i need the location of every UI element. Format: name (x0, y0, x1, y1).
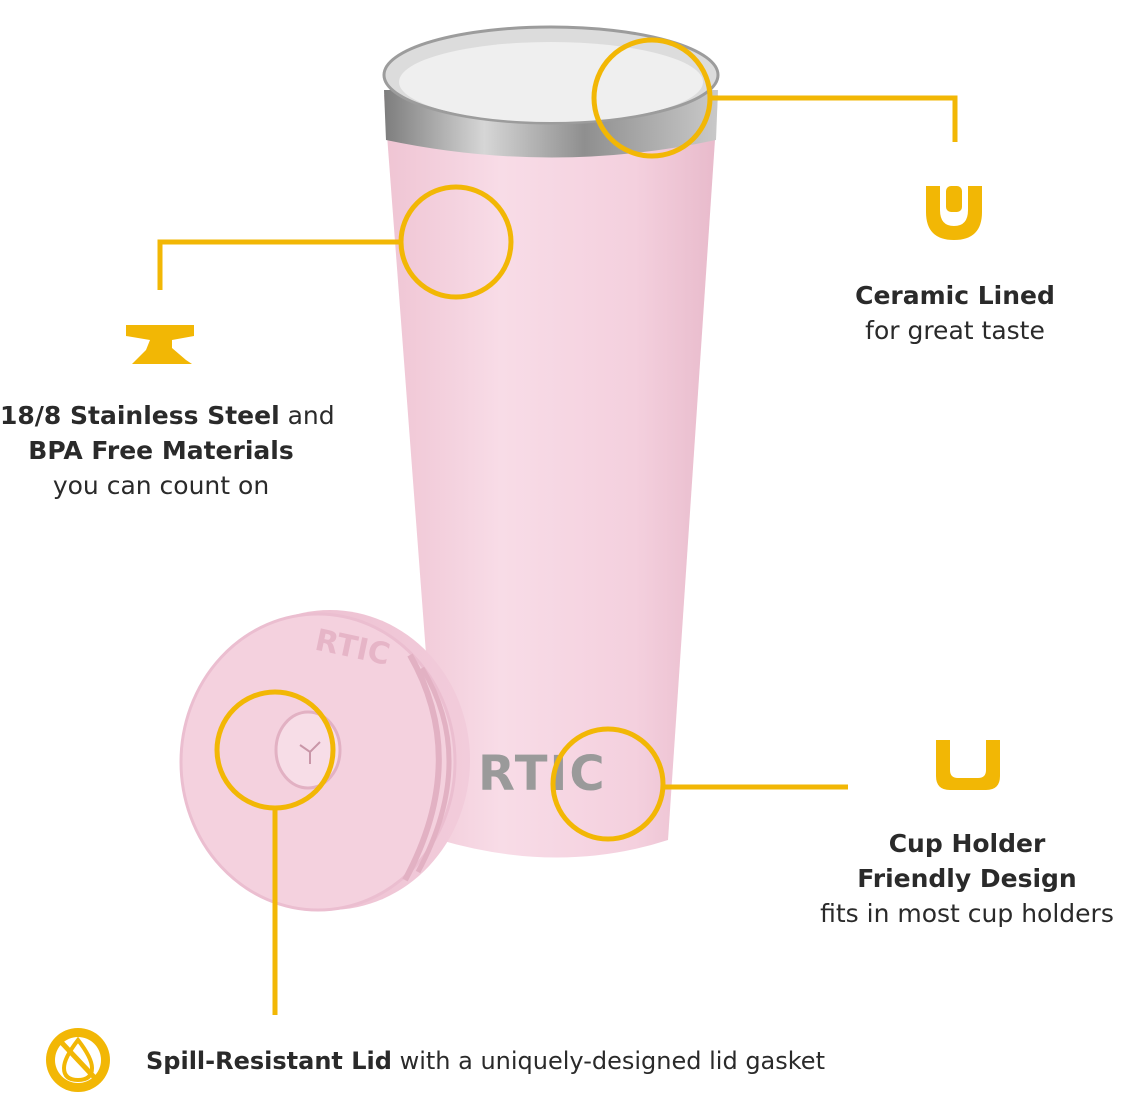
tumbler-logo: RTIC (478, 746, 607, 802)
spill-subtitle: with a uniquely-designed lid gasket (391, 1047, 825, 1075)
tumbler: RTIC (382, 25, 720, 858)
steel-line-2: BPA Free Materials (28, 436, 294, 465)
cupholder-title-line-1: Cup Holder (888, 829, 1046, 858)
steel-line-3: you can count on (52, 471, 270, 500)
anvil-icon (126, 325, 194, 364)
lid: RTIC (179, 610, 470, 912)
ceramic-feature: Ceramic Lined for great taste (805, 278, 1105, 348)
cupholder-title-line-2: Friendly Design (857, 864, 1077, 893)
ceramic-title: Ceramic Lined (855, 281, 1055, 310)
cupholder-feature: Cup Holder Friendly Design fits in most … (812, 826, 1122, 931)
cupholder-subtitle: fits in most cup holders (820, 899, 1114, 928)
u-cup-icon (926, 186, 982, 240)
ceramic-subtitle: for great taste (865, 316, 1045, 345)
callouts (157, 37, 958, 1015)
ceramic-leader-line (710, 95, 958, 142)
cup-holder-icon (936, 740, 1000, 790)
spill-feature: Spill-Resistant Lid with a uniquely-desi… (146, 1044, 886, 1079)
tumbler-interior (399, 42, 703, 122)
cupholder-callout-circle (550, 726, 666, 842)
steel-line-1: 18/8 Stainless Steel and (0, 401, 335, 430)
steel-feature: 18/8 Stainless Steel and BPA Free Materi… (0, 398, 335, 503)
spill-title: Spill-Resistant Lid (146, 1047, 392, 1075)
steel-leader-line (157, 239, 401, 290)
tumbler-body (384, 95, 718, 858)
no-drop-icon (46, 1028, 110, 1092)
